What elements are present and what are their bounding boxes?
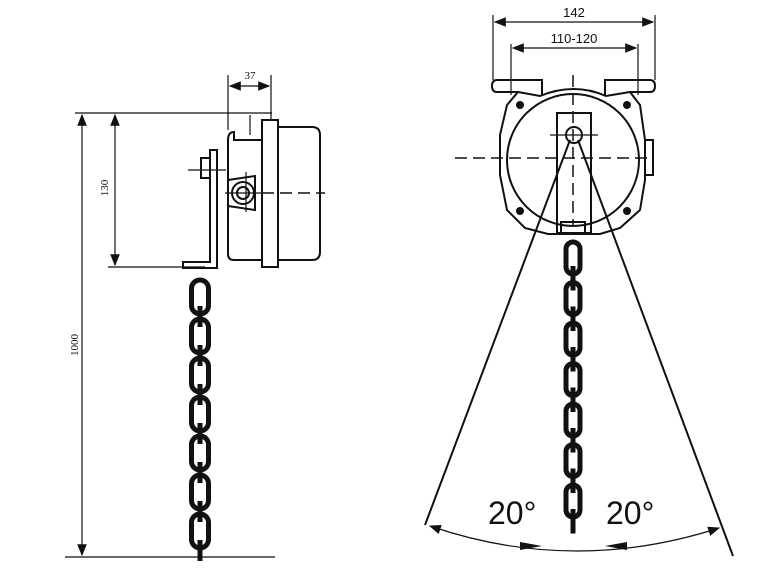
label-37: 37	[245, 70, 257, 82]
housing-outline	[499, 88, 646, 235]
angle-left-label: 20°	[488, 495, 536, 531]
angle-arc	[428, 524, 721, 552]
chain-front	[563, 239, 583, 534]
label-142: 142	[563, 5, 585, 20]
label-1000: 1000	[69, 334, 81, 357]
side-view: 1000 130 37	[65, 70, 325, 561]
bolts	[516, 101, 631, 215]
top-mounting-plate	[490, 79, 657, 96]
angle-right-label: 20°	[606, 495, 654, 531]
chain-side	[189, 277, 211, 561]
swing-limit-left	[424, 139, 571, 526]
label-130: 130	[99, 179, 111, 196]
bracket	[182, 149, 218, 269]
lever-slot	[556, 112, 592, 234]
front-view: 142 110-120 20° 20°	[424, 5, 734, 557]
label-110-120: 110-120	[551, 31, 598, 46]
swing-limit-right	[577, 139, 734, 557]
